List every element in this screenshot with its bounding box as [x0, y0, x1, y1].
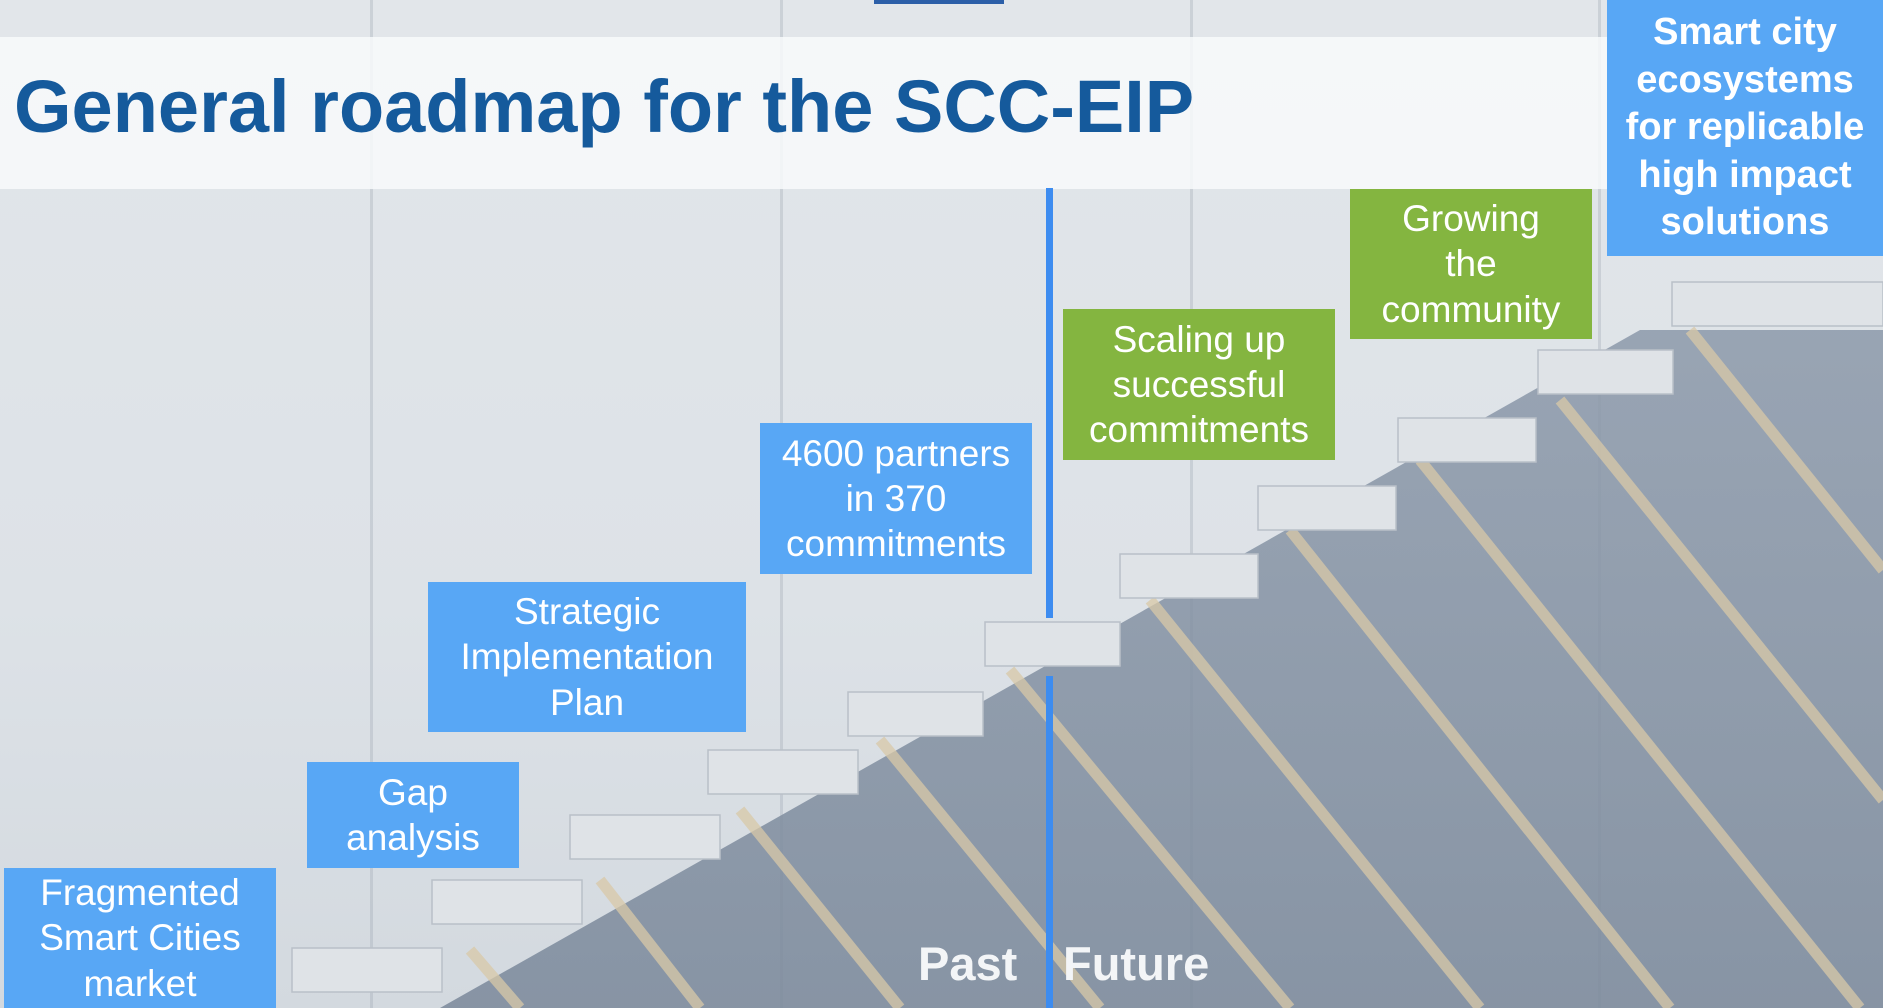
step-label: Strategic Implementation Plan [460, 591, 714, 723]
goal-label: Smart city ecosystems for replicable hig… [1625, 11, 1865, 244]
stair-shadow [440, 330, 1883, 1008]
goal-box: Smart city ecosystems for replicable hig… [1607, 0, 1883, 256]
top-accent-bar [874, 0, 1004, 4]
timeline-divider-upper [1046, 188, 1053, 618]
step-box: Strategic Implementation Plan [428, 582, 746, 732]
step-label: Growing the community [1381, 198, 1561, 330]
wall-line [1190, 0, 1193, 1008]
light-stripes [465, 326, 1883, 1008]
step-box: Fragmented Smart Cities market [4, 868, 276, 1008]
title-banner [0, 37, 1608, 189]
step-label: Fragmented Smart Cities market [39, 872, 241, 1004]
page-title: General roadmap for the SCC-EIP [14, 65, 1195, 148]
step-box: Growing the community [1350, 189, 1592, 339]
future-label: Future [1063, 937, 1210, 990]
step-box: 4600 partners in 370 commitments [760, 423, 1032, 574]
steps [291, 281, 1883, 993]
timeline-divider-lower [1046, 676, 1053, 1008]
step-box: Gap analysis [307, 762, 519, 868]
step-box: Scaling up successful commitments [1063, 309, 1335, 460]
step-label: Scaling up successful commitments [1089, 318, 1309, 451]
step-label: Gap analysis [346, 771, 480, 858]
step-label: 4600 partners in 370 commitments [781, 432, 1011, 565]
wall-line [370, 0, 373, 1008]
past-label: Past [918, 937, 1018, 990]
